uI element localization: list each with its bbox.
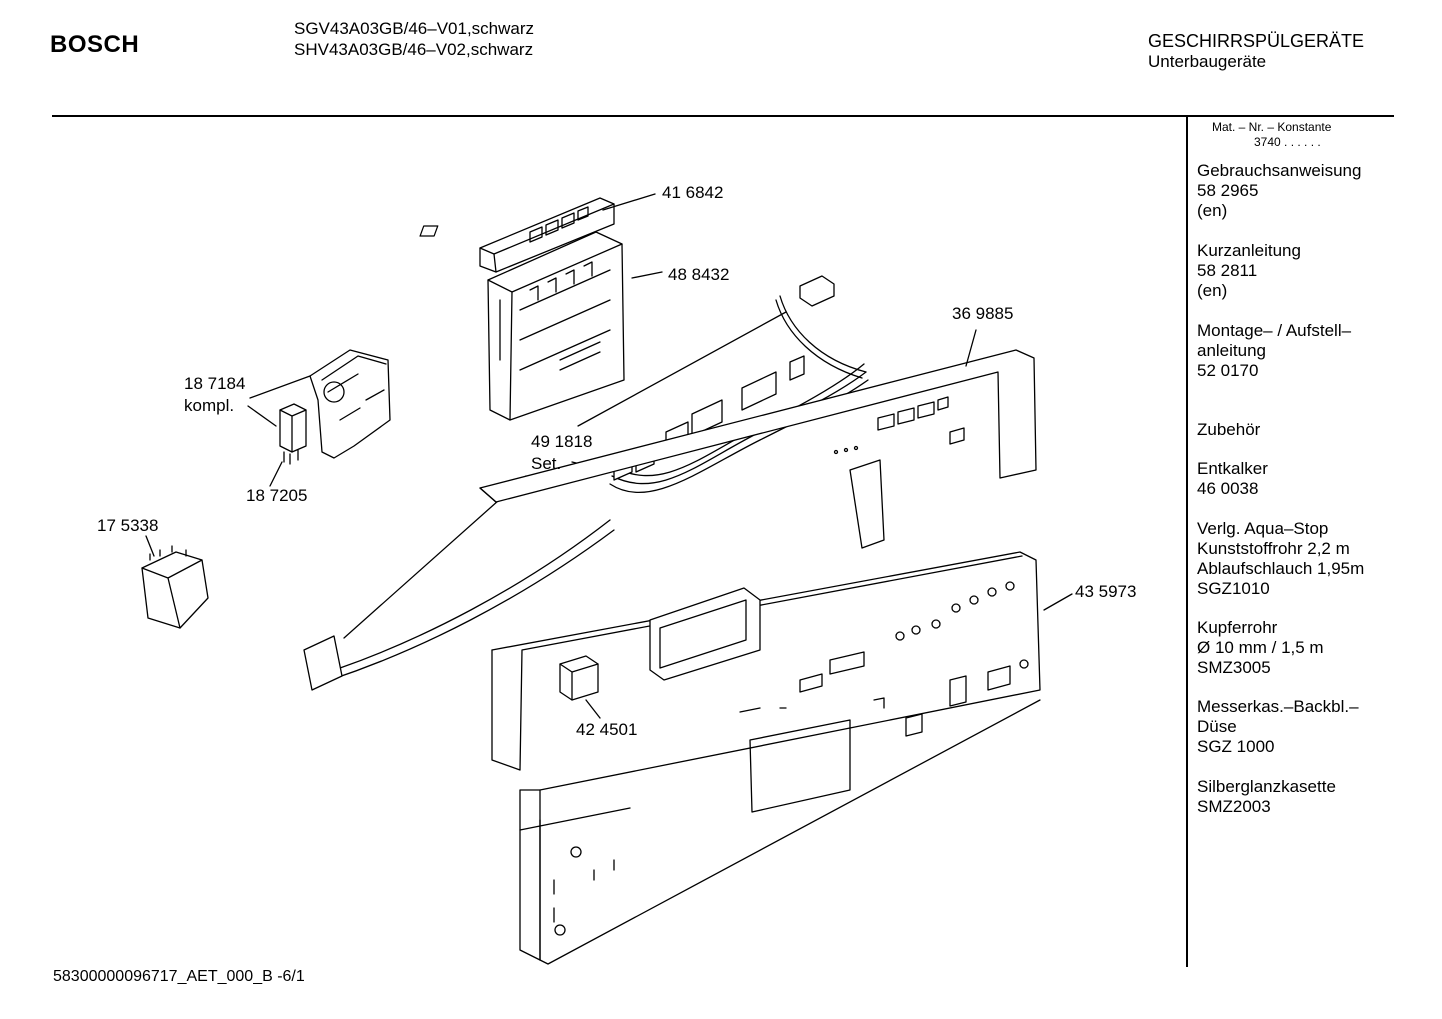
leader-416842	[602, 193, 656, 211]
side-group-entkalker: Entkalker 46 0038	[1197, 459, 1392, 519]
side-group-kupferrohr: Kupferrohr Ø 10 mm / 1,5 m SMZ3005	[1197, 618, 1392, 697]
konstante-value: 3740 . . . . . .	[1254, 135, 1321, 149]
part-175338-drawing[interactable]	[141, 545, 209, 629]
subcategory-title: Unterbaugeräte	[1148, 52, 1267, 71]
part-label-491818[interactable]: 49 1818	[531, 432, 593, 451]
side-group-zubehoer: Zubehör	[1197, 420, 1392, 459]
document-footer-id: 58300000096717_AET_000_B -6/1	[53, 968, 305, 985]
model-line-2: SHV43A03GB/46–V02,schwarz	[294, 40, 534, 59]
side-line: Silberglanzkasette	[1197, 777, 1336, 796]
side-line: Kupferrohr	[1197, 618, 1278, 637]
side-line: Kunststoffrohr 2,2 m	[1197, 539, 1350, 558]
leader-369885	[965, 329, 977, 367]
side-line: (en)	[1197, 201, 1228, 220]
side-line: SMZ3005	[1197, 658, 1271, 677]
side-group-kurzanleitung: Kurzanleitung 58 2811 (en)	[1197, 241, 1392, 321]
side-line: Kurzanleitung	[1197, 241, 1301, 260]
side-line: Ø 10 mm / 1,5 m	[1197, 638, 1324, 657]
leader-187205-a	[247, 405, 277, 427]
part-label-416842[interactable]: 41 6842	[662, 183, 724, 202]
part-187205-drawing[interactable]	[279, 403, 307, 465]
side-line: Entkalker	[1197, 459, 1268, 478]
side-line: Zubehör	[1197, 420, 1261, 439]
part-488432-drawing[interactable]	[487, 231, 625, 421]
leader-491818-a	[577, 311, 787, 427]
part-label-187184[interactable]: 18 7184	[184, 374, 246, 393]
side-group-silberglanz: Silberglanzkasette SMZ2003	[1197, 777, 1392, 817]
brand-logo: BOSCH	[50, 31, 140, 58]
part-label-424501[interactable]: 42 4501	[576, 720, 638, 739]
side-line: 52 0170	[1197, 361, 1259, 380]
mat-nr-label: Mat. – Nr. – Konstante	[1212, 120, 1332, 134]
side-group-messerkasette: Messerkas.–Backbl.– Düse SGZ 1000	[1197, 697, 1392, 777]
part-label-491818-suffix: Set.	[531, 454, 562, 473]
part-424501-drawing[interactable]	[559, 655, 599, 701]
side-line: SGZ1010	[1197, 579, 1270, 598]
side-line: 46 0038	[1197, 479, 1259, 498]
leader-187205-b	[269, 461, 283, 487]
part-416842-drawing[interactable]	[419, 197, 615, 273]
side-line: Düse	[1197, 717, 1237, 736]
side-group-gebrauchsanweisung: Gebrauchsanweisung 58 2965 (en)	[1197, 161, 1392, 241]
exploded-parts-diagram	[141, 193, 1073, 965]
part-label-369885[interactable]: 36 9885	[952, 304, 1014, 323]
side-line: (en)	[1197, 281, 1228, 300]
leader-488432	[631, 271, 663, 279]
side-panel: Gebrauchsanweisung 58 2965 (en) Kurzanle…	[1197, 161, 1392, 817]
leader-435973	[1043, 593, 1073, 611]
leader-424501	[585, 699, 601, 719]
part-187184-drawing[interactable]	[309, 349, 391, 459]
side-line: Gebrauchsanweisung	[1197, 161, 1362, 180]
model-line-1: SGV43A03GB/46–V01,schwarz	[294, 19, 535, 38]
leader-491818-c	[343, 475, 527, 639]
side-line: Montage– / Aufstell–	[1197, 321, 1352, 340]
side-line: Verlg. Aqua–Stop	[1197, 519, 1329, 538]
part-369885-drawing[interactable]	[479, 349, 1037, 549]
side-line: SGZ 1000	[1197, 737, 1275, 756]
part-label-488432[interactable]: 48 8432	[668, 265, 730, 284]
leader-175338	[145, 535, 155, 557]
part-label-175338[interactable]: 17 5338	[97, 516, 159, 535]
side-line: Ablaufschlauch 1,95m	[1197, 559, 1365, 578]
leader-187184	[249, 375, 311, 399]
header-divider	[52, 115, 1394, 117]
side-panel-header: Mat. – Nr. – Konstante 3740 . . . . . .	[1212, 120, 1331, 150]
side-group-aqua-stop: Verlg. Aqua–Stop Kunststoffrohr 2,2 m Ab…	[1197, 519, 1392, 618]
side-line: 58 2965	[1197, 181, 1259, 200]
category-title: GESCHIRRSPÜLGERÄTE	[1148, 31, 1365, 51]
side-line: anleitung	[1197, 341, 1267, 360]
side-line: SMZ2003	[1197, 797, 1271, 816]
side-divider	[1186, 117, 1188, 967]
part-label-435973[interactable]: 43 5973	[1075, 582, 1137, 601]
side-line: Messerkas.–Backbl.–	[1197, 697, 1359, 716]
side-group-montage: Montage– / Aufstell– anleitung 52 0170	[1197, 321, 1392, 420]
part-label-187184-suffix: kompl.	[184, 396, 235, 415]
part-435973-drawing[interactable]	[491, 551, 1041, 965]
side-line: 58 2811	[1197, 261, 1258, 280]
part-label-187205[interactable]: 18 7205	[246, 486, 308, 505]
